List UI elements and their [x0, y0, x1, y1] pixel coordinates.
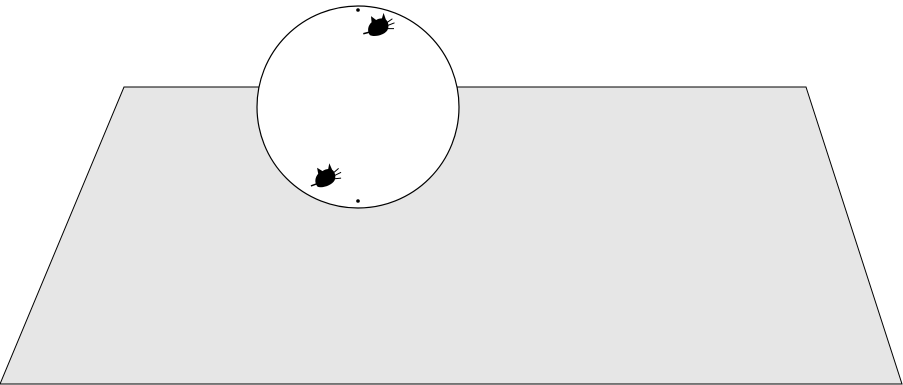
disk-circle	[257, 6, 459, 208]
top-marker-dot	[356, 8, 360, 12]
bottom-marker-dot	[356, 199, 360, 203]
